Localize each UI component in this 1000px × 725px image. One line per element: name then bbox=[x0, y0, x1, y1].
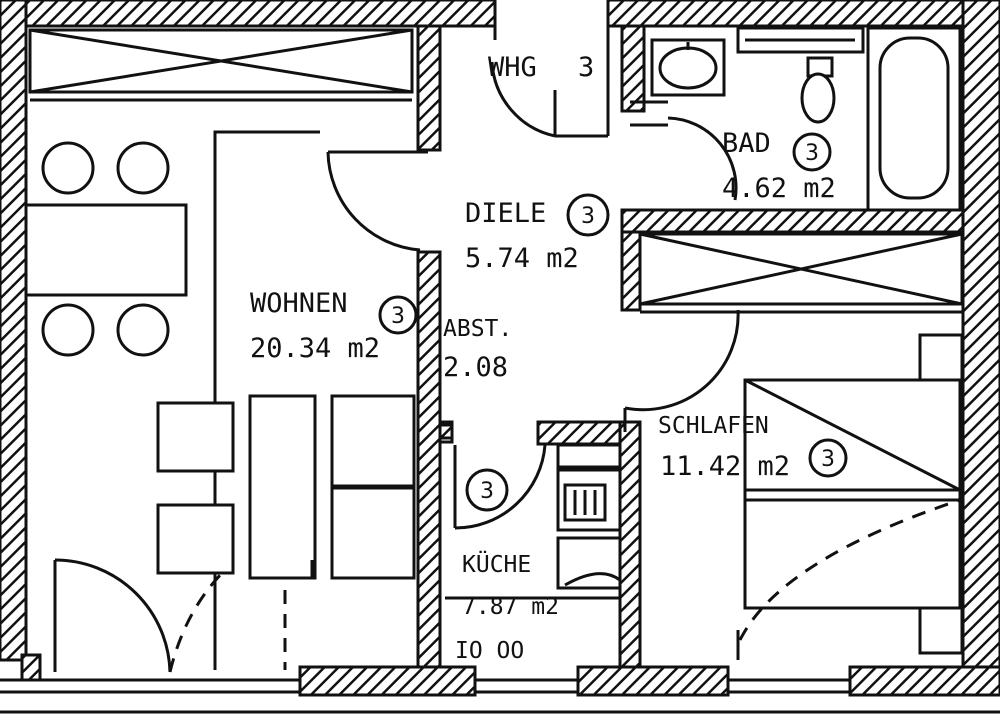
bottom-openings bbox=[0, 678, 1000, 714]
wall-schlafen-left-upper bbox=[620, 230, 642, 312]
room-area-diele: 5.74 m2 bbox=[465, 243, 579, 274]
room-labels: WOHNEN 20.34 m2 3 DIELE 5.74 m2 3 BAD 4.… bbox=[250, 52, 848, 664]
room-marker-bad: 3 bbox=[805, 141, 819, 166]
wall-bad-left bbox=[620, 24, 646, 113]
wall-top-right bbox=[606, 0, 1000, 28]
room-marker-kueche: 3 bbox=[480, 479, 494, 504]
sofa-seat-1 bbox=[330, 394, 416, 488]
wall-top-left bbox=[0, 0, 497, 28]
sofa-seat-2 bbox=[330, 486, 416, 580]
chair-3 bbox=[41, 303, 95, 357]
nightstand-2 bbox=[918, 606, 964, 655]
room-area-kueche: 7.87 m2 bbox=[462, 594, 559, 620]
washbasin bbox=[650, 38, 726, 97]
kitchen-counter-top bbox=[556, 443, 622, 469]
wall-bottom-left-stub bbox=[20, 653, 42, 682]
room-marker-wohnen: 3 bbox=[391, 304, 405, 329]
wall-bottom-3 bbox=[848, 665, 1000, 697]
room-name-diele: DIELE bbox=[465, 198, 546, 229]
room-area-abst: 2.08 bbox=[443, 352, 508, 383]
room-name-schlafen: SCHLAFEN bbox=[658, 413, 769, 439]
interior-walls bbox=[416, 24, 965, 669]
room-name-bad: BAD bbox=[722, 128, 771, 159]
stove-label: IO OO bbox=[455, 638, 524, 664]
coffee-table bbox=[248, 394, 317, 580]
wall-wohnen-diele-lower bbox=[416, 250, 442, 669]
door-kueche bbox=[454, 444, 547, 530]
room-area-wohnen: 20.34 m2 bbox=[250, 333, 380, 364]
room-marker-diele: 3 bbox=[581, 204, 595, 229]
room-area-schlafen: 11.42 m2 bbox=[660, 451, 790, 482]
label-whg-marker: 3 bbox=[578, 52, 594, 83]
door-schlafen bbox=[624, 309, 740, 412]
wall-bad-bottom bbox=[620, 208, 965, 234]
room-name-wohnen: WOHNEN bbox=[250, 288, 348, 319]
kueche-fixtures bbox=[445, 443, 622, 600]
armchair-2 bbox=[156, 503, 235, 575]
schlafen-furniture bbox=[638, 232, 964, 660]
wall-bottom-2 bbox=[576, 665, 730, 697]
room-marker-schlafen: 3 bbox=[821, 447, 835, 472]
toilet bbox=[800, 72, 836, 124]
wall-wohnen-diele-upper bbox=[416, 24, 442, 152]
door-wohnen bbox=[326, 151, 421, 252]
nightstand-1 bbox=[918, 333, 964, 382]
room-name-kueche: KÜCHE bbox=[462, 550, 531, 578]
dining-table bbox=[24, 203, 188, 297]
wall-left bbox=[0, 0, 28, 662]
stove bbox=[556, 536, 622, 590]
bed bbox=[743, 378, 962, 610]
room-area-bad: 4.62 m2 bbox=[722, 173, 836, 204]
outer-walls bbox=[0, 0, 1000, 697]
room-name-abst: ABST. bbox=[443, 316, 512, 342]
wall-kueche-right bbox=[618, 420, 642, 669]
diele bbox=[326, 0, 740, 530]
chair-1 bbox=[41, 141, 95, 195]
bad-fixtures bbox=[630, 26, 962, 212]
wohnen-furniture bbox=[24, 28, 416, 673]
chair-2 bbox=[116, 141, 170, 195]
door-whg bbox=[490, 61, 556, 138]
wall-bottom-1 bbox=[298, 665, 477, 697]
label-whg: WHG bbox=[488, 52, 537, 83]
door-bad bbox=[667, 116, 738, 201]
armchair-1 bbox=[156, 401, 235, 473]
wall-right bbox=[961, 0, 1000, 682]
chair-4 bbox=[116, 303, 170, 357]
